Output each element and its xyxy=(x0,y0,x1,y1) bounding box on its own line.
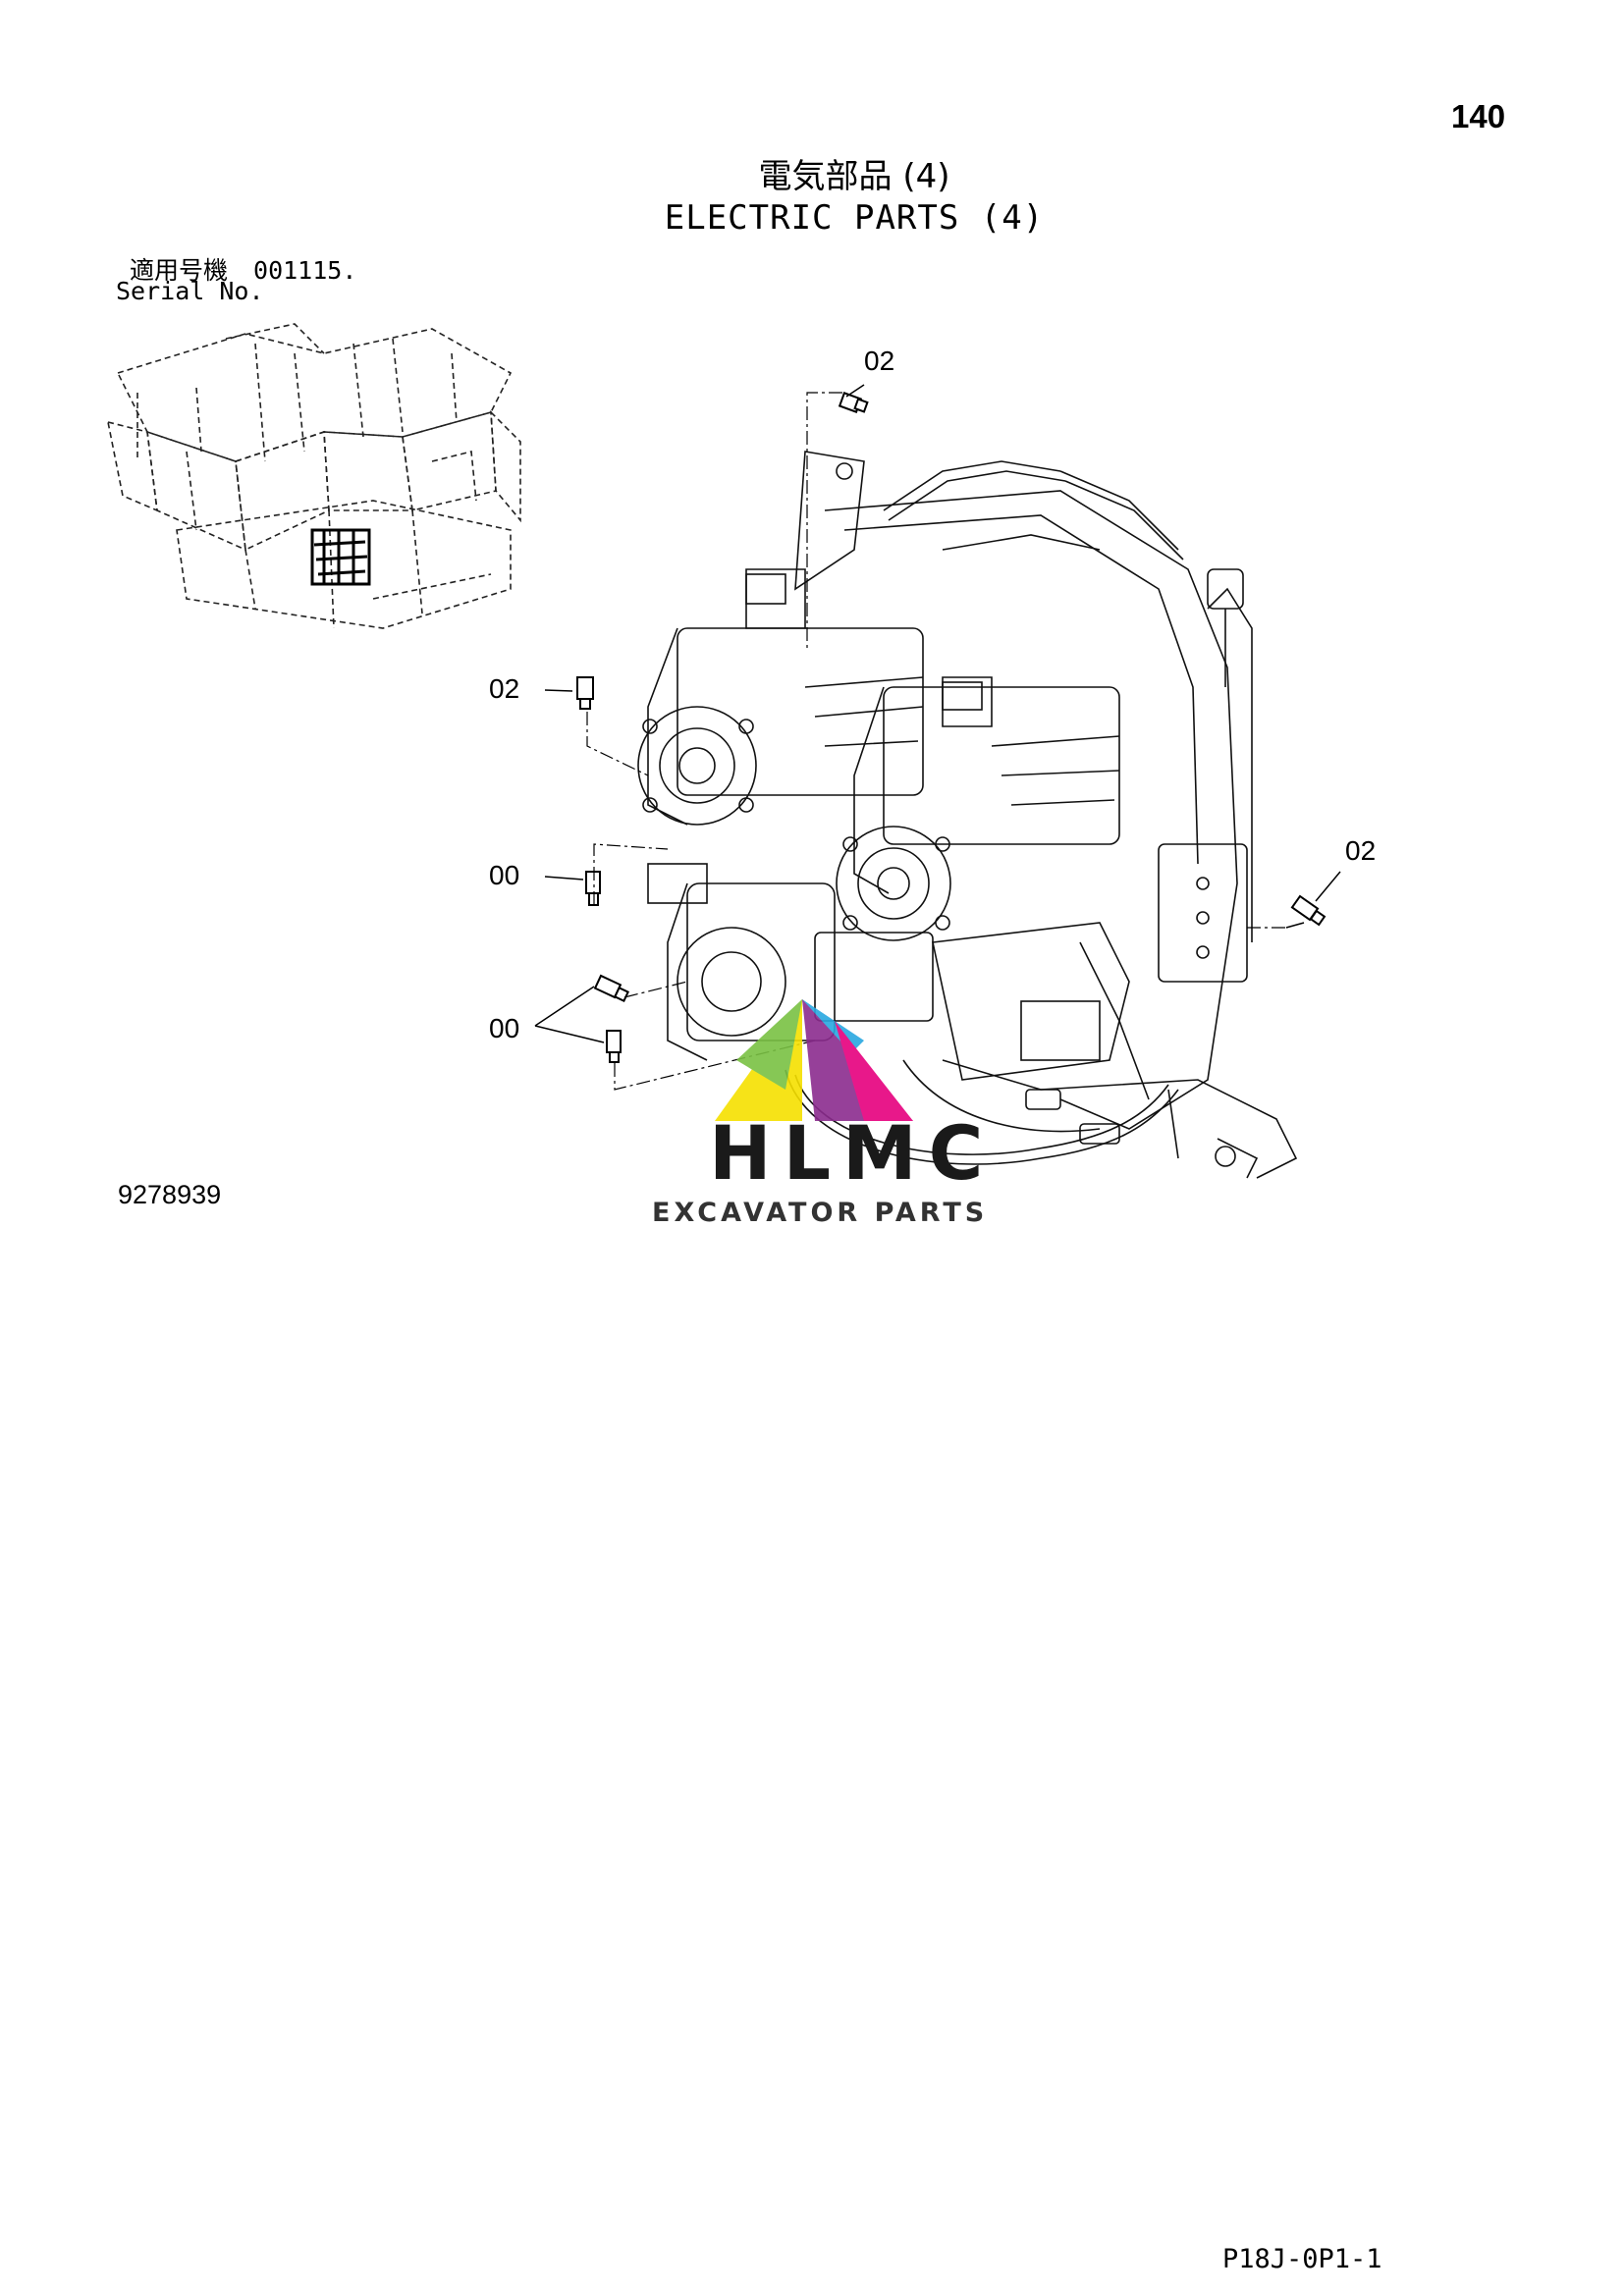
title-english: ELECTRIC PARTS (4) xyxy=(664,198,1045,238)
sensor-part-02-top xyxy=(838,392,869,413)
callout-00-upper: 00 xyxy=(489,860,520,890)
callout-02-right: 02 xyxy=(1345,835,1377,866)
page-number: 140 xyxy=(1451,98,1506,134)
serial-line-jp: 適用号機 001115. xyxy=(130,251,382,287)
reference-lines xyxy=(586,392,1286,1091)
page-code: P18J-0P1-1 xyxy=(1222,2244,1382,2274)
highlighted-pump-unit xyxy=(310,528,371,586)
serial-value: 001115. xyxy=(253,256,357,285)
sensor-part-02-left xyxy=(576,676,594,710)
title-japanese: 電気部品 (4) xyxy=(758,157,950,196)
figure-number: 9278939 xyxy=(118,1180,222,1209)
watermark-logo-icon xyxy=(715,999,913,1121)
serial-label-jp: 適用号機 xyxy=(130,256,229,285)
watermark-tagline: EXCAVATOR PARTS xyxy=(652,1198,989,1228)
callout-02-top: 02 xyxy=(864,346,895,376)
sensor-part-02-right xyxy=(1290,894,1326,927)
sensor-part-00-lower-a xyxy=(593,974,629,1002)
watermark-brand: HLMC xyxy=(709,1109,996,1197)
pump-assembly-illustration xyxy=(637,451,1298,1179)
serial-label-en: Serial No. xyxy=(116,277,264,305)
sensor-part-00-lower-b xyxy=(606,1030,622,1063)
sensor-part-00-upper xyxy=(585,871,601,906)
callout-00-lower: 00 xyxy=(489,1013,520,1043)
leader-lines xyxy=(534,384,1341,1043)
callout-02-left: 02 xyxy=(489,673,520,704)
